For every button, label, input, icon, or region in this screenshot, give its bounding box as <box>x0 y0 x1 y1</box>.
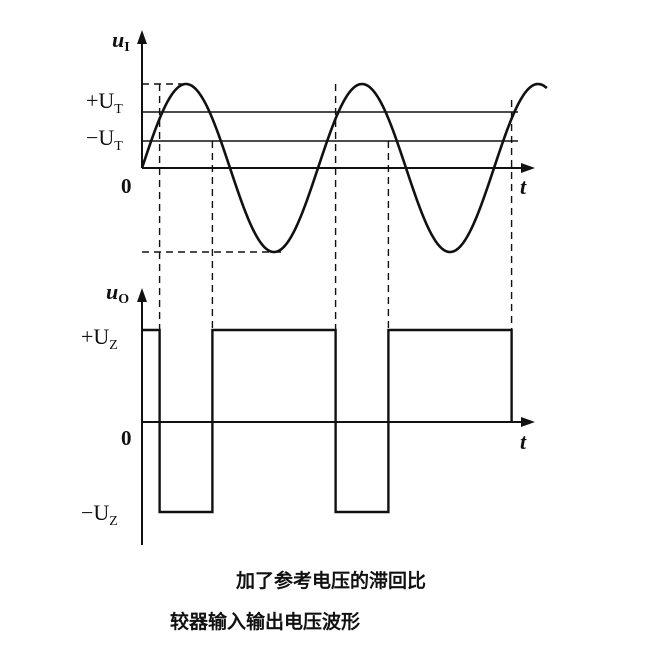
upper-threshold-label: +UT <box>86 88 123 117</box>
output-x-arrow <box>521 417 535 427</box>
input-y-arrow <box>137 30 147 44</box>
input-sine-wave <box>140 82 548 254</box>
input-axes <box>141 40 525 169</box>
input-x-arrow <box>521 163 535 173</box>
caption-line-1: 加了参考电压的滞回比 <box>236 570 427 592</box>
input-y-label: uI <box>112 27 130 55</box>
output-axes <box>141 298 525 545</box>
caption-line-2: 较器输入输出电压波形 <box>170 611 361 633</box>
input-x-label: t <box>520 174 527 199</box>
input-origin-label: 0 <box>121 174 132 198</box>
threshold-lines <box>142 111 518 142</box>
peak-dashed-lines <box>142 83 282 253</box>
output-y-arrow <box>137 288 147 302</box>
lower-threshold-label: −UT <box>86 125 123 154</box>
output-x-label: t <box>520 429 527 454</box>
upper-output-label: +UZ <box>81 324 118 353</box>
output-y-label: uO <box>106 279 129 307</box>
lower-output-label: −UZ <box>81 500 118 529</box>
output-square-wave <box>142 328 513 514</box>
output-origin-label: 0 <box>121 426 132 450</box>
